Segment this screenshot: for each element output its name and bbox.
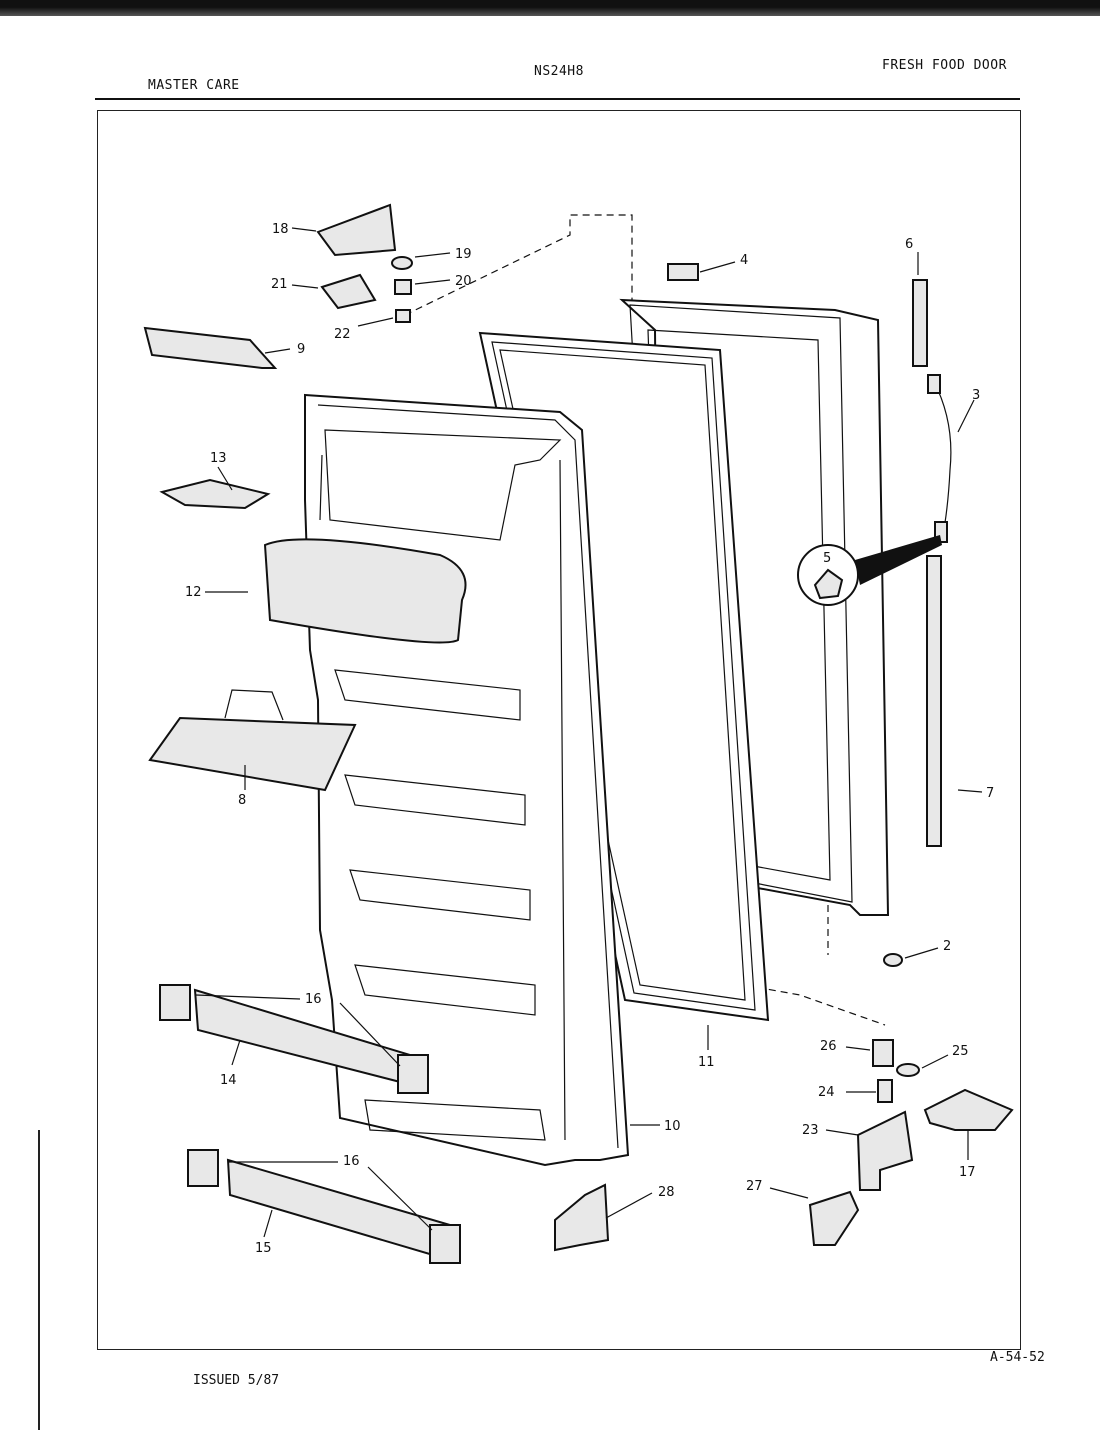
issue-date: ISSUED 5/87 [193,1373,280,1388]
callout-16-lower: 16 [343,1154,360,1169]
hinge-shim-plate [808,1190,860,1246]
hinge-washer [391,256,413,270]
header-brand: MASTER CARE [148,78,240,93]
scan-edge-bar [0,0,1100,16]
hinge-bushing [394,279,412,295]
bottom-hinge [856,1110,914,1191]
callout-13: 13 [210,451,227,466]
page-code: A-54-52 [990,1350,1045,1365]
callout-24: 24 [818,1085,835,1100]
callout-18: 18 [272,222,289,237]
butter-door-part [159,478,271,510]
callout-8: 8 [238,793,246,808]
callout-26: 26 [820,1039,837,1054]
callout-6: 6 [905,237,913,252]
shelf-end-cap [187,1149,219,1187]
callout-23: 23 [802,1123,819,1138]
top-hinge [316,203,397,257]
callout-27: 27 [746,1179,763,1194]
callout-9: 9 [297,342,305,357]
dairy-door-cover [263,538,467,644]
hinge-pin [872,1039,894,1067]
callout-19: 19 [455,247,472,262]
scan-margin-mark [38,1130,40,1430]
egg-tray [148,689,357,792]
door-plug [667,263,699,281]
handle-screw [813,568,844,600]
alignment-dash-top [404,214,633,316]
detail-pointer [855,535,942,585]
hinge-cover [143,326,278,369]
handle-trim-upper [912,279,928,367]
shelf-end-cap [159,984,191,1021]
shelf-end-cap [397,1054,429,1094]
bottom-shelf-retainer [554,1183,610,1252]
callout-17: 17 [959,1165,976,1180]
handle-mount-top [927,374,941,394]
callout-7: 7 [986,786,994,801]
callout-10: 10 [664,1119,681,1134]
callout-11: 11 [698,1055,715,1070]
hinge-bushing-bottom [877,1079,893,1103]
callout-21: 21 [271,277,288,292]
callout-4: 4 [740,253,748,268]
callout-22: 22 [334,327,351,342]
header-section-title: FRESH FOOD DOOR [882,58,1007,73]
handle-trim-lower [926,555,942,847]
callout-14: 14 [220,1073,237,1088]
leader-lines [195,227,983,1238]
header-rule [95,98,1020,100]
door-handle [931,377,952,541]
callout-2: 2 [943,939,951,954]
door-stop-plug [883,953,903,967]
callout-25: 25 [952,1044,969,1059]
diagram-frame [97,110,1021,1350]
hinge-spacer [395,309,411,323]
shelf-end-cap [429,1224,461,1264]
callout-3: 3 [972,388,980,403]
callout-20: 20 [455,274,472,289]
hinge-bracket [923,1088,1014,1131]
callout-5: 5 [823,551,831,566]
callout-12: 12 [185,585,202,600]
hinge-shim [320,273,377,310]
header-model-number: NS24H8 [534,64,584,79]
callout-16-upper: 16 [305,992,322,1007]
bottom-washer [896,1063,920,1077]
callout-15: 15 [255,1241,272,1256]
callout-28: 28 [658,1185,675,1200]
